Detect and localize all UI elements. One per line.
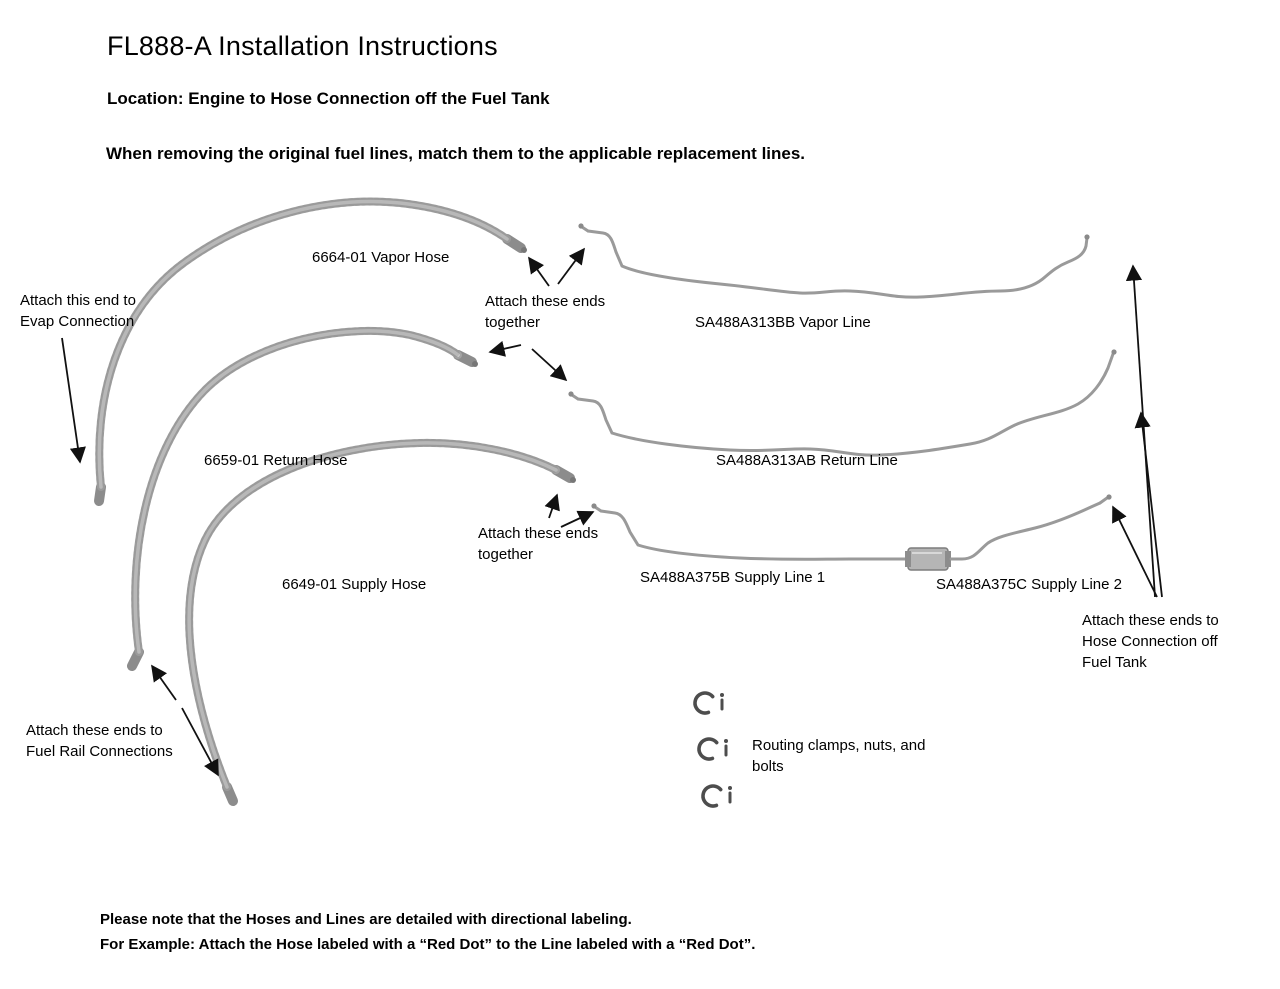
fuel-rail-connection-note: Attach these ends to Fuel Rail Connectio… — [26, 722, 173, 760]
supply-line-1-graphic — [591, 503, 910, 561]
evap-arrow — [61, 337, 86, 464]
attach-mid-arrow-hose — [544, 493, 560, 519]
tank-arrow-supply — [1112, 505, 1158, 598]
fuel-filter — [905, 547, 951, 571]
routing-clamp-icon — [693, 691, 724, 715]
attach-top-arrow-left — [528, 256, 550, 287]
routing-clamps-label: Routing clamps, nuts, and bolts — [752, 737, 926, 775]
attach-top-arrow-line — [531, 348, 568, 382]
footer-note-2: For Example: Attach the Hose labeled wit… — [100, 936, 756, 953]
attach-top-arrow-hose — [488, 340, 522, 357]
attach-ends-together-top-note: Attach these ends together — [485, 293, 606, 331]
location-line: Location: Engine to Hose Connection off … — [107, 89, 550, 108]
fuel-tank-connection-note: Attach these ends to Hose Connection off… — [1082, 612, 1219, 671]
return-line-label: SA488A313AB Return Line — [716, 452, 898, 469]
supply-line-2-label: SA488A375C Supply Line 2 — [936, 576, 1122, 593]
return-hose-label: 6659-01 Return Hose — [204, 452, 348, 469]
vapor-line-graphic — [578, 223, 1090, 299]
fuel-rail-arrow-return — [151, 664, 177, 701]
supply-line-1-label: SA488A375B Supply Line 1 — [640, 569, 826, 586]
supply-hose-graphic — [185, 438, 576, 806]
page-title: FL888-A Installation Instructions — [107, 31, 498, 61]
attach-top-arrow-right — [557, 247, 585, 285]
footer-note-1: Please note that the Hoses and Lines are… — [100, 911, 632, 928]
return-hose-graphic — [127, 326, 478, 671]
routing-clamp-icon — [697, 737, 728, 761]
supply-hose-label: 6649-01 Supply Hose — [282, 576, 427, 593]
vapor-hose-graphic — [94, 197, 527, 506]
routing-clamp-icon — [701, 784, 732, 808]
evap-connection-note: Attach this end to Evap Connection — [20, 292, 136, 330]
attach-ends-together-mid-note: Attach these ends together — [478, 525, 599, 563]
callout-arrows — [61, 247, 1163, 777]
return-line-graphic — [568, 349, 1117, 457]
tank-arrow-return — [1134, 411, 1163, 598]
supply-line-2-graphic — [949, 494, 1112, 561]
vapor-hose-label: 6664-01 Vapor Hose — [312, 249, 450, 266]
fuel-rail-arrow-supply — [181, 707, 219, 777]
routing-clamp-icons — [693, 691, 732, 808]
vapor-line-label: SA488A313BB Vapor Line — [695, 314, 871, 331]
attach-mid-arrow-line — [560, 510, 595, 528]
instruction-line: When removing the original fuel lines, m… — [106, 144, 806, 163]
